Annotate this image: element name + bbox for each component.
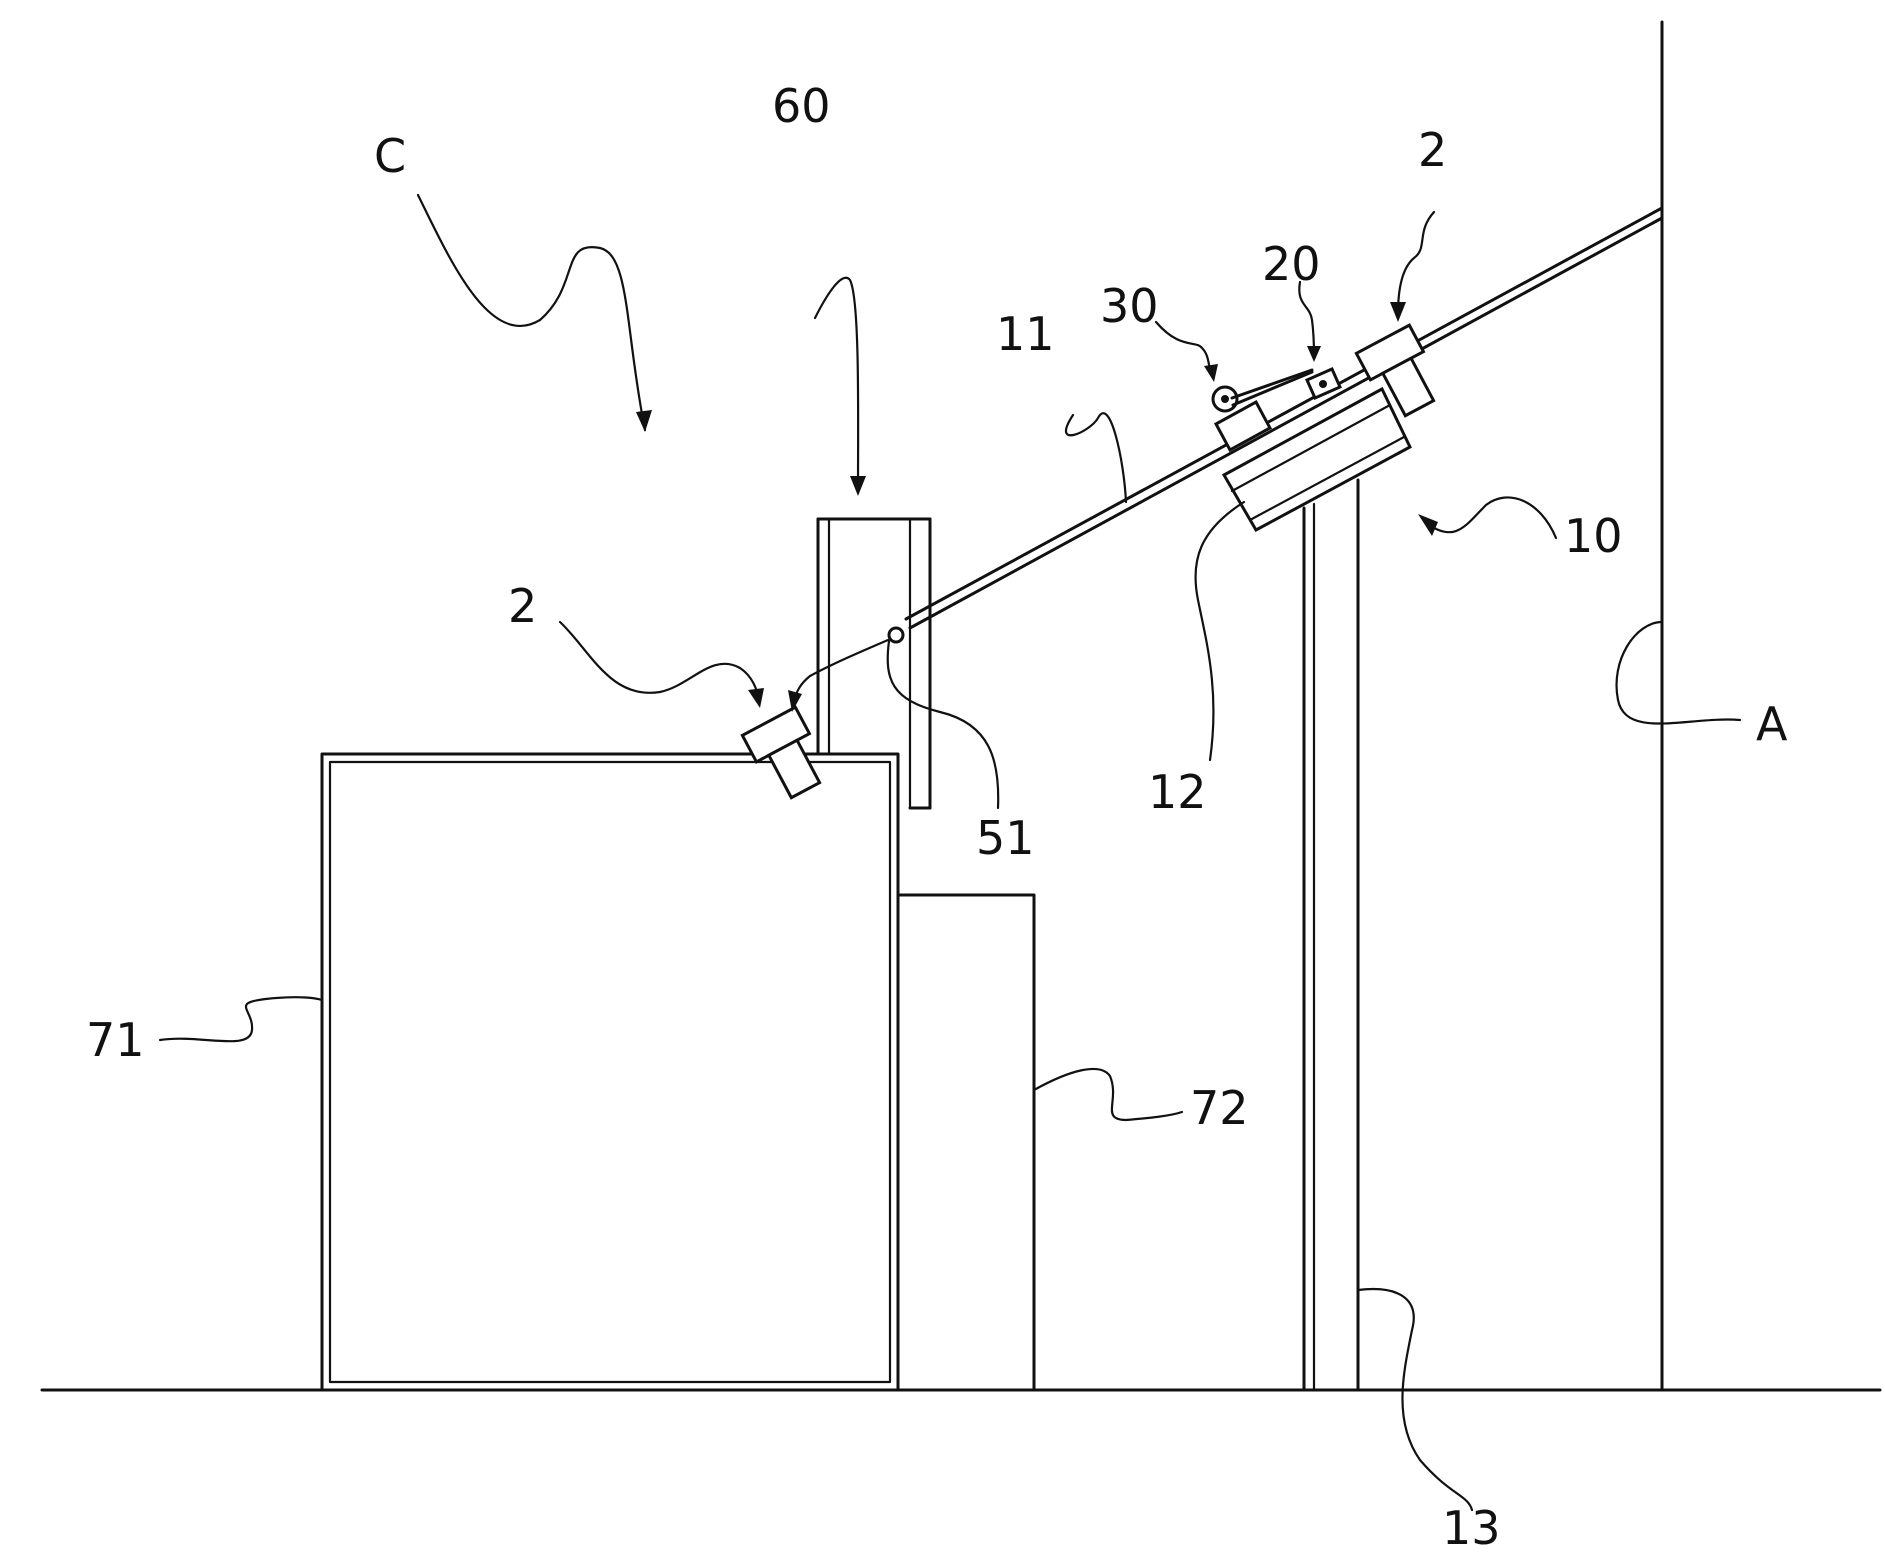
leader-11 [1065,412,1128,504]
leader-2-left [558,620,760,702]
leader-20 [1298,280,1316,358]
bolt-2-right [1354,323,1436,418]
label-51: 51 [976,811,1035,865]
post-13 [1302,478,1360,1392]
inclined-member-11 [904,206,1664,630]
label-2-left: 2 [508,579,537,633]
leader-13 [1356,1287,1474,1512]
label-11: 11 [996,307,1055,361]
arrowhead-30 [1204,364,1218,382]
arrowhead-10 [1418,514,1438,536]
block-30-base [1213,399,1273,453]
leader-71 [158,996,324,1043]
bolt-2-left [740,705,822,800]
leader-12 [1194,500,1246,762]
label-12: 12 [1148,765,1207,819]
arrowhead-2-left [748,688,764,708]
box-72 [898,893,1036,1392]
post-60 [816,517,932,810]
leader-30 [1154,320,1214,378]
leader-51 [886,639,1000,810]
label-60: 60 [772,79,831,133]
label-c: C [374,129,406,183]
component-30 [1211,368,1314,413]
arrowhead-60 [850,476,866,496]
arrowhead-2-top [1390,302,1406,322]
label-10: 10 [1564,509,1623,563]
leader-72 [1032,1067,1184,1122]
label-20: 20 [1262,237,1321,291]
component-20 [1305,367,1342,400]
leader-c [416,193,647,432]
label-a: A [1756,697,1788,751]
arrowhead-c [636,410,652,432]
label-72: 72 [1190,1081,1249,1135]
leader-2-top [1396,210,1436,316]
label-2-top: 2 [1418,123,1447,177]
arrowhead-51 [788,690,802,712]
hinge-51 [887,626,905,644]
arrowhead-20 [1307,346,1321,362]
label-30: 30 [1100,279,1159,333]
box-71 [320,752,900,1392]
housing-12 [1221,386,1412,533]
leader-a [1615,620,1742,725]
leader-51-arrow [792,638,890,704]
leader-10 [1423,496,1558,540]
label-13: 13 [1442,1501,1501,1553]
leader-60 [813,276,860,492]
label-71: 71 [86,1013,145,1067]
